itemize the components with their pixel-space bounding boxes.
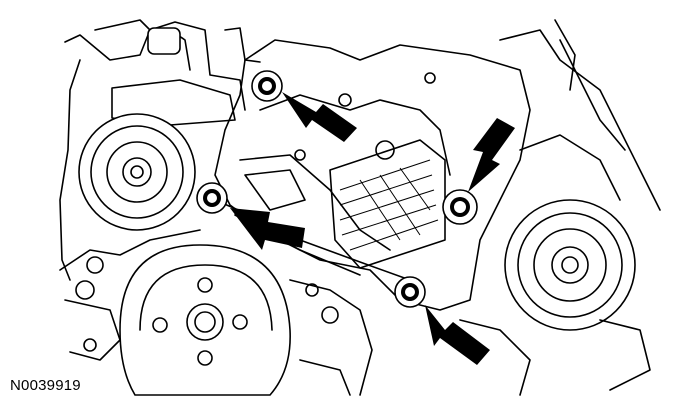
right-compressor: [459, 19, 661, 396]
bolt-icon: [442, 189, 478, 225]
upper-left-housing: [59, 19, 261, 281]
figure-reference-code: N0039919: [10, 377, 81, 394]
left-pulley: [78, 113, 196, 231]
bolt-icon: [196, 182, 228, 214]
pump-pulley: [119, 244, 291, 396]
bolt-icon: [394, 276, 426, 308]
lower-left-block: [59, 229, 373, 396]
arrow-icon: [468, 118, 515, 192]
arrow-icon: [230, 208, 305, 250]
arrow-icon: [425, 305, 490, 365]
arrow-icon: [282, 92, 357, 142]
ribbed-block: [329, 139, 446, 269]
bolt-icon: [251, 70, 283, 102]
